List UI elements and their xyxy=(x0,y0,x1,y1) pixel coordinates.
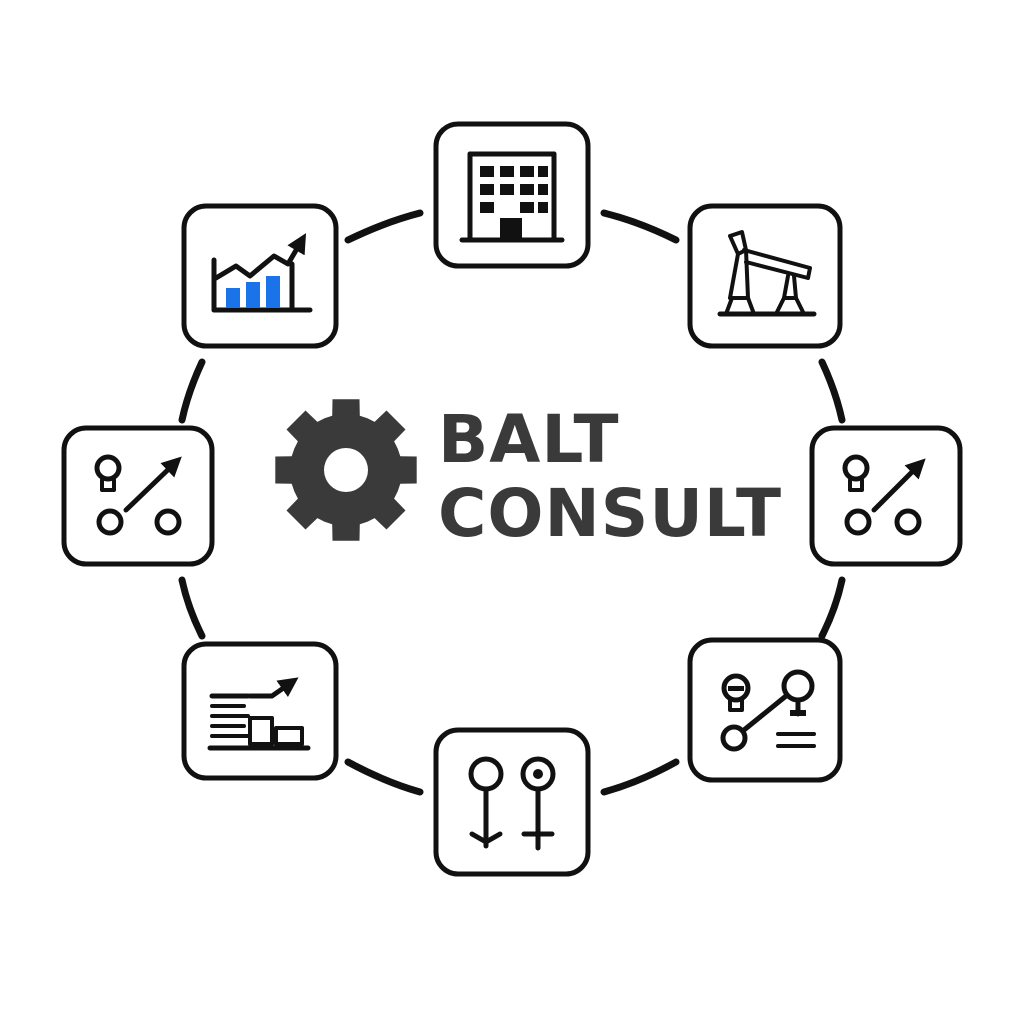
tile-bottom-right xyxy=(687,637,843,783)
ring-segment xyxy=(344,758,424,796)
network-growth-arrow-icon xyxy=(94,454,182,536)
chart-bar xyxy=(226,288,240,308)
ring-segment xyxy=(818,576,846,640)
pin-markers-icon xyxy=(468,756,556,851)
gear-icon xyxy=(275,399,417,541)
tile-top-right xyxy=(687,203,843,349)
brand-name-line1: BALT xyxy=(438,401,620,478)
brand-logo: BALT CONSULT xyxy=(275,399,782,552)
office-building-icon xyxy=(459,151,565,243)
network-growth-arrow-icon xyxy=(842,454,926,536)
ring-segment xyxy=(818,358,846,424)
growth-stack-arrow-icon xyxy=(207,677,311,751)
brand-name-line2: CONSULT xyxy=(438,475,782,552)
chart-bar xyxy=(246,282,260,308)
ring-segment xyxy=(178,576,206,640)
tile-top xyxy=(433,121,591,269)
tile-right xyxy=(809,425,963,567)
gear-shape xyxy=(275,399,417,541)
tile-top-left xyxy=(181,203,339,349)
connection-ring xyxy=(178,209,846,796)
ring-segment xyxy=(178,358,206,424)
ring-segment xyxy=(600,209,680,244)
tile-bottom-left xyxy=(181,641,339,781)
oil-pump-jack-icon xyxy=(717,230,817,317)
chart-bar xyxy=(266,276,280,308)
bar-chart-growth-icon xyxy=(211,233,313,313)
connected-nodes-icon xyxy=(720,669,816,752)
ring-segment xyxy=(600,758,680,796)
tile-left xyxy=(61,425,215,567)
ring-segment xyxy=(344,209,424,244)
tile-bottom xyxy=(433,727,591,877)
